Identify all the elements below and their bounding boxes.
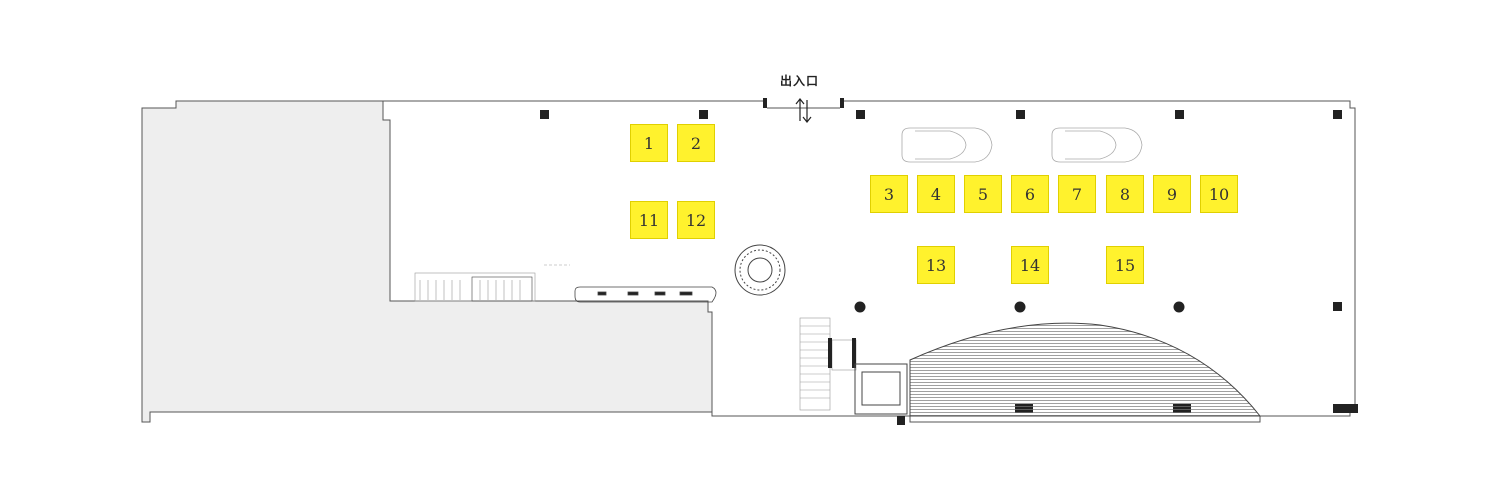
elevator bbox=[854, 363, 908, 415]
booth-14[interactable]: 14 bbox=[1011, 246, 1049, 284]
booth-3[interactable]: 3 bbox=[870, 175, 908, 213]
booth-7[interactable]: 7 bbox=[1058, 175, 1096, 213]
booth-1[interactable]: 1 bbox=[630, 124, 668, 162]
booth-13[interactable]: 13 bbox=[917, 246, 955, 284]
booth-11[interactable]: 11 bbox=[630, 201, 668, 239]
stage-area bbox=[909, 322, 1262, 417]
booth-6[interactable]: 6 bbox=[1011, 175, 1049, 213]
booth-9[interactable]: 9 bbox=[1153, 175, 1191, 213]
entrance-post-right bbox=[840, 98, 844, 108]
booth-8[interactable]: 8 bbox=[1106, 175, 1144, 213]
booth-5[interactable]: 5 bbox=[964, 175, 1002, 213]
entrance-post-left bbox=[763, 98, 767, 108]
booth-4[interactable]: 4 bbox=[917, 175, 955, 213]
double-arrow-icon bbox=[795, 98, 812, 123]
stair-rail bbox=[852, 338, 856, 368]
stair-rail bbox=[828, 338, 832, 368]
shaded-area bbox=[141, 100, 713, 423]
counter bbox=[574, 286, 717, 303]
entrance-label: 出入口 bbox=[780, 74, 820, 88]
booth-12[interactable]: 12 bbox=[677, 201, 715, 239]
car-outline bbox=[901, 127, 1143, 163]
booth-15[interactable]: 15 bbox=[1106, 246, 1144, 284]
booth-10[interactable]: 10 bbox=[1200, 175, 1238, 213]
spiral-stair bbox=[734, 244, 786, 296]
booth-2[interactable]: 2 bbox=[677, 124, 715, 162]
columns-top bbox=[540, 110, 1342, 119]
columns-middle bbox=[854, 301, 1342, 313]
stairs-left bbox=[414, 264, 570, 302]
